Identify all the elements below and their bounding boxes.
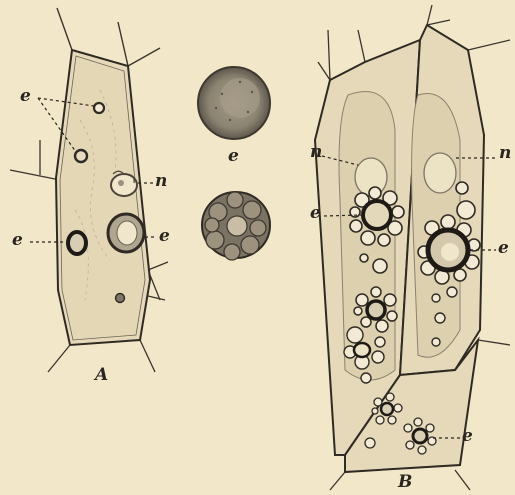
label-nucleus-b2: n <box>499 145 511 162</box>
label-elaioplast-a3: e <box>159 228 170 245</box>
panel-b-cells <box>315 5 510 490</box>
label-nucleus-a: n <box>155 173 167 190</box>
label-elaioplast-b2: e <box>498 240 509 257</box>
label-elaioplast-a2: e <box>12 232 23 249</box>
label-elaioplast-iso1: e <box>228 148 239 165</box>
isolated-elaioplast-lobed <box>202 192 270 260</box>
label-panel-a: A <box>95 367 108 384</box>
label-nucleus-b1: n <box>310 144 322 161</box>
label-elaioplast-b3: e <box>462 428 473 445</box>
label-panel-b: B <box>398 474 412 491</box>
label-elaioplast-a1: e <box>20 88 31 105</box>
panel-a-cell <box>10 8 168 372</box>
isolated-elaioplast-round <box>198 67 270 139</box>
label-elaioplast-b1: e <box>310 205 321 222</box>
